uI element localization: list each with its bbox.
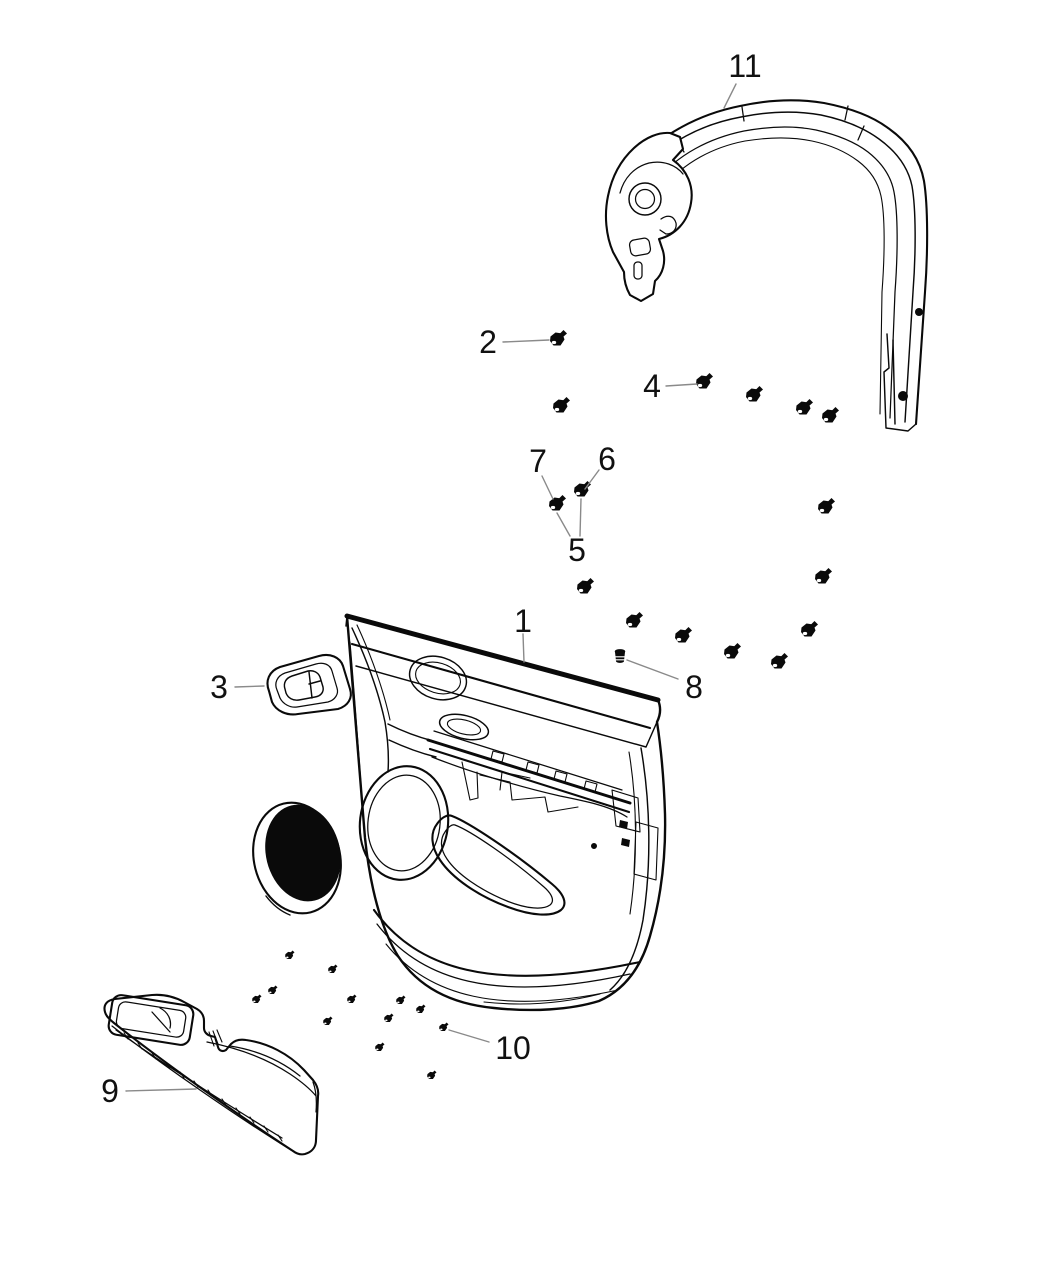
panel-retainer-clip [252,995,261,1004]
callout-labels: 1 2 3 4 5 6 7 8 9 10 11 [101,48,762,1109]
panel-retainer-clip [328,965,337,974]
leader-line-5b [579,498,582,537]
callout-10: 10 [495,1030,531,1066]
callout-4: 4 [643,368,661,404]
frame-sail-panel [604,131,693,303]
mirror-patch-oval [408,655,468,701]
pushpin-retainer [553,397,570,413]
panel-retainer-clip [323,1017,332,1026]
callout-5: 5 [568,532,586,568]
screw-retainer [614,648,626,664]
callout-3: 3 [210,669,228,705]
armrest-outline [103,993,320,1156]
armrest [103,993,320,1156]
leader-line-8 [626,659,679,680]
leader-line-3 [234,685,265,688]
leader-line-1 [522,633,525,663]
pushpin-retainer [822,407,839,423]
callout-1: 1 [514,603,532,639]
leader-line-7 [541,475,554,500]
callout-7: 7 [529,443,547,479]
map-pocket-opening [431,814,566,916]
speaker [252,801,342,916]
pushpin-retainer [771,653,788,669]
pushpin-retainer [696,373,713,389]
leader-line-9 [125,1088,197,1092]
callout-11: 11 [728,48,761,84]
pushpin-retainer [724,643,741,659]
callout-9: 9 [101,1073,119,1109]
panel-retainer-clip [427,1071,436,1080]
leader-line-10 [448,1029,490,1043]
retainer-clip-ring [549,330,839,669]
grab-handle-opening [438,713,490,741]
panel-retainer-clip [396,996,405,1005]
callout-8: 8 [685,669,703,705]
panel-retainer-clip [347,995,356,1004]
panel-retainer-clip [416,1005,425,1014]
pushpin-retainer [796,399,813,415]
panel-outline [345,614,667,1012]
leader-line-4 [665,383,698,387]
panel-retainer-clip [384,1014,393,1023]
pushpin-retainer [675,627,692,643]
pushpin-retainer [815,568,832,584]
leader-lines [125,83,737,1092]
pushpin-retainer [626,612,643,628]
pushpin-retainer [801,621,818,637]
leader-line-6 [584,469,600,490]
pushpin-retainer [818,498,835,514]
window-frame-molding [604,99,929,432]
panel-top-edge [344,613,661,703]
panel-retainer-clip [439,1023,448,1032]
pushpin-retainer [550,330,567,346]
callout-6: 6 [598,441,616,477]
pushpin-retainer [577,578,594,594]
screw-fastener-layer [614,648,626,664]
tweeter-ring [628,182,662,216]
leader-line-11 [723,83,737,109]
speaker-cone [265,804,341,902]
panel-retainer-clip [375,1043,384,1052]
panel-retainer-clip [285,951,294,960]
callout-2: 2 [479,324,497,360]
door-trim-panel [344,613,667,1012]
armrest-mount-rail [426,738,632,805]
leader-line-2 [502,339,550,343]
handle-bezel [266,653,352,716]
panel-retainer-clip [268,986,277,995]
handle-bezel-opening [283,670,324,701]
leader-line-5a [556,512,571,537]
pushpin-retainer [746,386,763,402]
armrest-switch-bezel [107,994,195,1046]
